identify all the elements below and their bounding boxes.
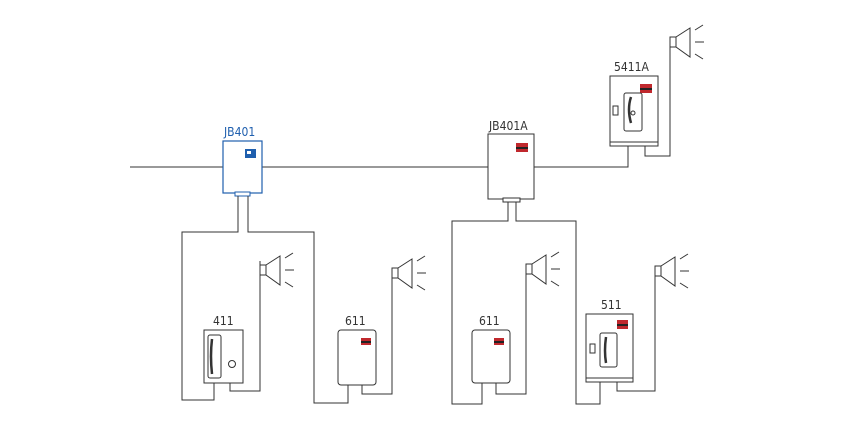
speaker-icon	[654, 253, 689, 289]
junction-box-jb401a[interactable]: JB401A	[487, 119, 535, 203]
speaker-icon	[391, 255, 426, 291]
511-keypad-icon	[589, 343, 596, 354]
speaker-icon	[525, 251, 560, 287]
device-611-left[interactable]: 611	[337, 314, 377, 386]
5411a-label: 5411A	[614, 60, 649, 74]
5411a-keypad-icon	[612, 105, 619, 116]
junction-box-jb401[interactable]: JB401	[222, 125, 263, 197]
device-5411a[interactable]: 5411A	[609, 60, 659, 147]
411-handset-icon	[207, 334, 222, 379]
speaker-icon	[669, 24, 704, 60]
jb401-branch-wiring	[181, 196, 393, 404]
411-label: 411	[213, 314, 234, 328]
device-511[interactable]: 511	[585, 298, 634, 383]
611-left-logo-icon	[361, 338, 371, 345]
5411a-handset-icon	[623, 92, 643, 132]
611-right-label: 611	[479, 314, 500, 328]
main-trunk-line	[130, 145, 629, 168]
5411a-speaker-wire	[644, 47, 671, 157]
jb401a-label: JB401A	[488, 119, 528, 133]
device-411[interactable]: 411	[203, 314, 244, 384]
511-label: 511	[601, 298, 622, 312]
jb401a-logo-icon	[516, 143, 528, 152]
jb401-label: JB401	[223, 125, 255, 139]
611-right-logo-icon	[494, 338, 504, 345]
jb401-logo-icon	[245, 149, 256, 158]
511-handset-icon	[599, 332, 618, 368]
5411a-logo-icon	[640, 84, 652, 93]
611-left-label: 611	[345, 314, 366, 328]
jb401a-branch-wiring	[451, 202, 656, 405]
511-logo-icon	[617, 320, 628, 329]
device-611-right[interactable]: 611	[471, 314, 511, 384]
411-button-icon	[228, 360, 236, 368]
speaker-icon	[259, 252, 294, 288]
